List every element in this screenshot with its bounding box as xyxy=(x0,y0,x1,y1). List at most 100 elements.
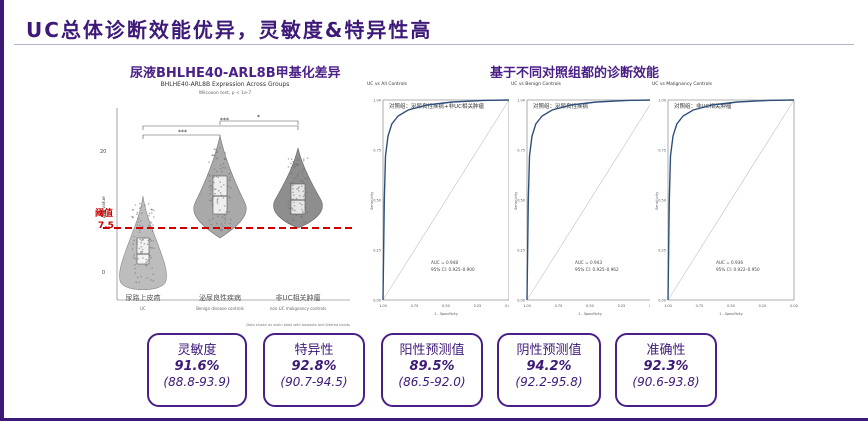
jitter-point xyxy=(139,207,141,210)
jitter-point xyxy=(303,182,305,185)
jitter-point xyxy=(302,212,304,214)
significance-label: * xyxy=(257,114,260,121)
roc-ytick: 1.00 xyxy=(517,99,525,103)
jitter-point xyxy=(304,206,307,209)
metric-name: 阳性预测值 xyxy=(399,343,465,358)
jitter-point xyxy=(133,239,135,242)
jitter-point xyxy=(211,174,214,177)
jitter-point xyxy=(220,186,222,188)
roc-xtick: 1.00 xyxy=(664,304,672,308)
roc-xtick: 0.75 xyxy=(411,304,419,308)
jitter-point xyxy=(216,200,218,203)
jitter-point xyxy=(208,161,210,163)
jitter-point xyxy=(293,219,295,222)
roc-ytick: 1.00 xyxy=(658,99,666,103)
jitter-point xyxy=(141,212,143,214)
jitter-point xyxy=(298,172,301,174)
roc-xlabel: 1 - Specificity xyxy=(434,312,458,316)
jitter-point xyxy=(301,173,304,175)
jitter-point xyxy=(210,223,213,226)
roc-auc: AUC = 0.948 xyxy=(431,260,458,265)
jitter-point xyxy=(297,175,299,177)
jitter-point xyxy=(297,159,299,161)
jitter-point xyxy=(145,258,147,261)
jitter-point xyxy=(291,218,294,221)
jitter-point xyxy=(208,180,211,182)
metric-ci: (92.2-95.8) xyxy=(515,375,583,389)
jitter-point xyxy=(222,162,225,165)
left-accent-bar xyxy=(0,0,4,421)
metric-ci: (90.7-94.5) xyxy=(280,375,348,389)
jitter-point xyxy=(144,204,146,207)
metric-card-accuracy: 准确性 92.3% (90.6-93.8) xyxy=(615,333,717,407)
jitter-point xyxy=(136,241,138,243)
jitter-point xyxy=(140,246,143,248)
jitter-point xyxy=(150,257,152,259)
jitter-point xyxy=(150,222,153,224)
jitter-point xyxy=(217,176,219,179)
jitter-point xyxy=(287,200,289,202)
jitter-point xyxy=(292,191,294,194)
roc-curve xyxy=(526,99,654,301)
roc-xtick: 0.50 xyxy=(586,304,594,308)
metric-name: 灵敏度 xyxy=(177,343,217,358)
jitter-point xyxy=(150,240,152,242)
jitter-point xyxy=(306,211,309,214)
jitter-point xyxy=(228,195,230,198)
jitter-point xyxy=(306,173,308,175)
jitter-point xyxy=(149,238,152,241)
jitter-point xyxy=(215,188,217,190)
roc-ytick: 0.25 xyxy=(373,249,381,253)
jitter-point xyxy=(214,154,217,157)
jitter-point xyxy=(224,167,227,169)
jitter-point xyxy=(230,218,232,221)
jitter-point xyxy=(137,258,139,260)
jitter-point xyxy=(211,197,213,200)
metric-value: 89.5% xyxy=(409,359,455,374)
roc-panel-subtitle: 对照组：泌尿良性疾病+非UC相关肿瘤 xyxy=(389,102,484,110)
roc-xlabel: 1 - Specificity xyxy=(719,312,743,316)
roc-ytick: 0.50 xyxy=(517,199,525,203)
jitter-point xyxy=(293,205,296,207)
jitter-point xyxy=(301,170,304,173)
jitter-point xyxy=(151,230,154,232)
jitter-point xyxy=(140,252,142,254)
jitter-point xyxy=(219,209,221,212)
jitter-point xyxy=(138,247,141,250)
jitter-point xyxy=(211,186,214,189)
jitter-point xyxy=(302,195,305,198)
roc-panel-subtitle: 对照组：泌尿良性疾病 xyxy=(533,102,589,110)
significance-bracket xyxy=(219,120,299,125)
jitter-point xyxy=(143,237,145,239)
violin-plot-title: BHLHE40-ARL8B Expression Across Groups xyxy=(161,81,290,88)
jitter-point xyxy=(150,279,152,281)
roc-ci: 95% CI: 0.925–0.962 xyxy=(575,267,619,272)
roc-ylabel: Sensitivity xyxy=(370,192,374,210)
jitter-point xyxy=(220,194,223,197)
jitter-point xyxy=(136,224,138,226)
jitter-point xyxy=(145,261,147,264)
group-label-en: Benign disease controls xyxy=(196,306,244,311)
jitter-point xyxy=(148,224,150,227)
jitter-point xyxy=(303,221,305,223)
jitter-point xyxy=(149,221,152,223)
jitter-point xyxy=(134,263,136,266)
roc-chart-all: UC vs All Controls对照组：泌尿良性疾病+非UC相关肿瘤1.00… xyxy=(367,81,513,316)
jitter-point xyxy=(287,219,289,222)
jitter-point xyxy=(213,176,215,179)
jitter-point xyxy=(301,185,303,188)
jitter-point xyxy=(131,215,133,218)
jitter-point xyxy=(296,173,299,176)
jitter-point xyxy=(290,182,292,184)
group-label-en: non-UC malignancy controls xyxy=(270,306,326,311)
metric-value: 92.8% xyxy=(291,359,337,374)
ytick-label: 20 xyxy=(100,149,106,155)
ytick-label: 0 xyxy=(102,270,105,276)
jitter-point xyxy=(209,193,211,195)
jitter-point xyxy=(297,163,299,165)
jitter-point xyxy=(215,148,217,151)
jitter-point xyxy=(212,217,214,220)
jitter-point xyxy=(224,152,227,154)
